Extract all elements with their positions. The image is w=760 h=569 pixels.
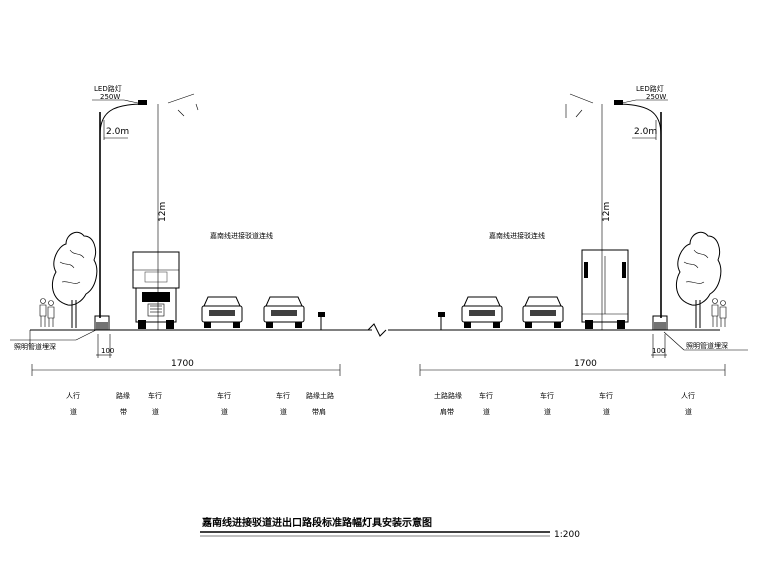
right-car-1: [461, 296, 503, 328]
left-arm-length: 2.0m: [106, 127, 129, 137]
left-lamp-label: LED路灯: [94, 84, 122, 93]
left-lane-6-line1: 路缘土路: [306, 391, 334, 400]
right-marker-post: [438, 312, 445, 330]
drawing-scale: 1:200: [554, 530, 580, 540]
left-lane-1-line1: 人行: [66, 391, 80, 400]
left-lamp-power: 250W: [100, 93, 120, 101]
left-lane-3-line2: 道: [152, 407, 159, 416]
left-lane-1-line2: 道: [70, 407, 77, 416]
left-lane-2-line2: 带: [120, 408, 127, 416]
left-lane-5-line1: 车行: [276, 391, 290, 400]
drawing-title: 嘉南线进接驳道进出口路段标准路幅灯具安装示意图: [201, 516, 432, 529]
right-street-light: [565, 93, 668, 331]
right-lane-5-line1: 人行: [681, 391, 695, 400]
right-lamp-power: 250W: [646, 93, 666, 101]
right-sidewalk-note: [663, 331, 748, 351]
left-lane-4-line1: 车行: [217, 391, 231, 400]
left-pole-height: 12m: [158, 202, 168, 222]
left-lane-5-line2: 道: [280, 407, 287, 416]
right-lamp-label: LED路灯: [636, 84, 664, 93]
right-lane-1-line1: 土路路缘: [434, 391, 462, 400]
right-truck: [581, 249, 629, 329]
left-lane-6-line2: 带肩: [312, 407, 326, 416]
right-pole-height: 12m: [602, 202, 612, 222]
left-marker-post: [318, 312, 325, 330]
right-total-width: 1700: [574, 359, 597, 369]
right-sidewalk-note-text: 照明管道埋深: [686, 341, 728, 350]
right-lane-4-line1: 车行: [599, 391, 613, 400]
left-pedestrians: [39, 298, 55, 327]
left-tree: [51, 231, 98, 328]
right-lane-3-line1: 车行: [540, 391, 554, 400]
left-car-2: [263, 296, 305, 328]
right-lane-3-line2: 道: [544, 407, 551, 416]
left-truck: [132, 251, 180, 329]
right-lane-5-line2: 道: [685, 407, 692, 416]
left-lane-4-line2: 道: [221, 407, 228, 416]
left-lane-labels: 人行 道 路缘 带 车行 道 车行 道 车行 道 路缘土路 带肩: [66, 391, 334, 416]
left-sidewalk-note-text: 照明管道埋深: [14, 342, 56, 351]
right-arm-length: 2.0m: [634, 127, 657, 137]
right-tree: [675, 231, 722, 328]
road-surface-line: [30, 323, 720, 337]
left-pole-offset: 100: [101, 347, 114, 355]
right-pole-offset: 100: [652, 347, 665, 355]
right-lane-labels: 土路路缘 肩带 车行 道 车行 道 车行 道 人行 道: [434, 391, 695, 416]
right-lane-2-line1: 车行: [479, 391, 493, 400]
left-road-label: 嘉南线进接驳道连线: [210, 231, 273, 240]
right-car-2: [522, 296, 564, 328]
left-sidewalk-note: [10, 329, 97, 348]
right-lane-1-line2: 肩带: [440, 407, 454, 416]
left-lane-3-line1: 车行: [148, 391, 162, 400]
left-total-width: 1700: [171, 359, 194, 369]
left-lane-2-line1: 路缘: [116, 391, 130, 400]
left-car-1: [201, 296, 243, 328]
right-lane-4-line2: 道: [603, 407, 610, 416]
right-lane-2-line2: 道: [483, 407, 490, 416]
right-road-label: 嘉南线进接驳连线: [489, 231, 545, 240]
right-pedestrians: [711, 298, 727, 327]
left-street-light: [94, 93, 199, 331]
